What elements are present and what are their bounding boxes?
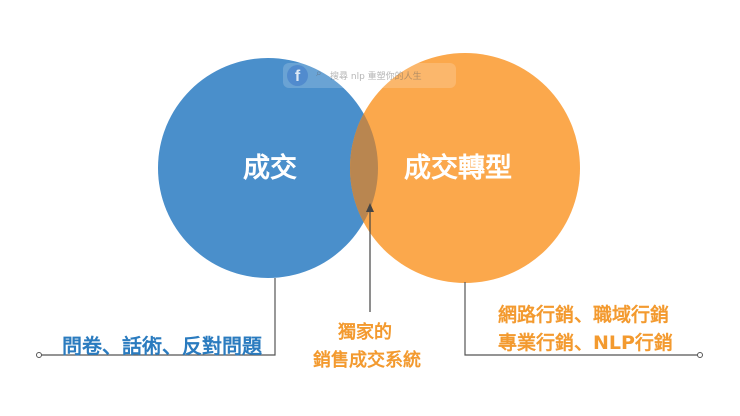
right-connector-dot <box>697 352 703 358</box>
right-circle-label: 成交轉型 <box>404 153 512 184</box>
right-circle <box>350 53 580 283</box>
right-connector <box>464 282 699 356</box>
facebook-icon: f <box>287 65 308 86</box>
left-connector-dot <box>36 352 42 358</box>
left-circle <box>158 58 378 278</box>
center-arrow-head <box>366 203 374 212</box>
search-icon: ⌕ <box>316 68 322 79</box>
center-caption-line2: 銷售成交系統 <box>313 350 421 371</box>
left-circle-label: 成交 <box>243 153 297 184</box>
right-caption-line1: 網路行銷、職域行銷 <box>498 304 670 326</box>
right-caption-line2: 專業行銷、NLP行銷 <box>498 332 673 354</box>
left-caption: 問卷、話術、反對問題 <box>62 334 262 358</box>
search-placeholder: 搜尋 nlp 重塑你的人生 <box>330 72 422 82</box>
center-caption-line1: 獨家的 <box>338 322 392 343</box>
left-connector <box>40 278 276 356</box>
search-overlay[interactable]: f ⌕ 搜尋 nlp 重塑你的人生 <box>283 63 456 88</box>
